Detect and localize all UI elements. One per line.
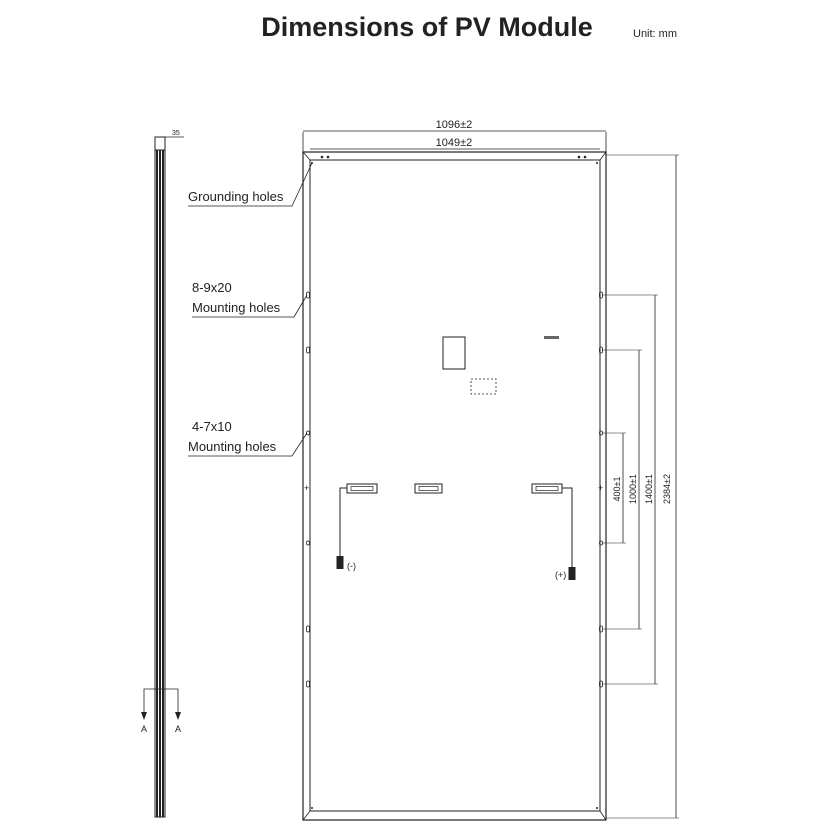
module-frame-inner: [309, 159, 601, 812]
barcode-strip: [544, 336, 559, 339]
connector-negative: [336, 556, 344, 569]
section-line: [143, 688, 179, 718]
module-frame-outer: [302, 151, 607, 821]
mounting-hole-small: [306, 430, 310, 436]
inner-width-label: 1049±2: [436, 137, 473, 149]
frame-corner: [599, 810, 607, 821]
mounting-hole: [306, 291, 310, 299]
label-area-dashed: [470, 378, 497, 395]
spacing-1400-label: 1400±1: [644, 474, 654, 504]
section-label-right: A: [175, 724, 181, 734]
grounding-hole: [577, 155, 581, 159]
junction-box-inner: [418, 486, 439, 491]
grounding-hole: [596, 162, 598, 164]
mounting-hole: [306, 680, 310, 688]
nameplate-label: [442, 336, 466, 370]
grounding-hole: [320, 155, 324, 159]
thickness-label: 35: [172, 130, 180, 137]
grounding-hole: [596, 807, 598, 809]
junction-box-left: [346, 483, 378, 494]
total-length-label: 2384±2: [662, 474, 672, 504]
drain-hole-mark: +: [304, 483, 309, 493]
junction-box-right: [531, 483, 563, 494]
grounding-holes-leader: [188, 162, 313, 207]
width-dimensions: 1096±2 1049±2: [302, 119, 607, 152]
mounting-holes-8-size: 8-9x20: [192, 280, 232, 295]
mounting-hole-small: [306, 540, 310, 546]
cable-negative: [339, 487, 347, 556]
unit-label: Unit: mm: [633, 28, 677, 40]
callouts: Grounding holes 8-9x20 Mounting holes 4-…: [188, 162, 313, 457]
length-dimensions: 2384±2 1400±1 1000±1 400±1: [602, 154, 679, 819]
section-arrow-right: [175, 712, 181, 720]
drain-hole-mark: +: [598, 483, 603, 493]
junction-box-inner: [350, 486, 374, 491]
connector-positive: [568, 567, 576, 580]
spacing-400-label: 400±1: [612, 477, 622, 502]
mounting-holes-4-size: 4-7x10: [192, 419, 232, 434]
section-label-left: A: [141, 724, 147, 734]
mounting-hole: [306, 346, 310, 354]
spacing-1000-label: 1000±1: [628, 474, 638, 504]
mounting-holes-4-label: Mounting holes: [188, 439, 277, 454]
junction-box-inner: [535, 486, 559, 491]
junction-box-center: [414, 483, 443, 494]
mounting-holes-8-label: Mounting holes: [192, 300, 281, 315]
grounding-hole: [326, 155, 330, 159]
module-back-view: + + (-) (+): [302, 151, 607, 821]
grounding-holes-label: Grounding holes: [188, 189, 284, 204]
frame-corner: [302, 810, 311, 821]
grounding-hole: [311, 807, 313, 809]
mounting-holes-4-leader: [188, 432, 308, 457]
side-view: 35 A A: [141, 130, 184, 818]
positive-terminal-label: (+): [555, 570, 566, 580]
cable-positive: [562, 487, 573, 567]
outer-width-label: 1096±2: [436, 119, 473, 131]
page-title: Dimensions of PV Module: [261, 12, 593, 42]
grounding-hole: [583, 155, 587, 159]
frame-corner: [302, 151, 311, 161]
mounting-holes-8-leader: [192, 294, 308, 318]
section-arrow-left: [141, 712, 147, 720]
mounting-hole: [306, 625, 310, 633]
negative-terminal-label: (-): [347, 561, 356, 571]
frame-corner: [599, 151, 607, 161]
